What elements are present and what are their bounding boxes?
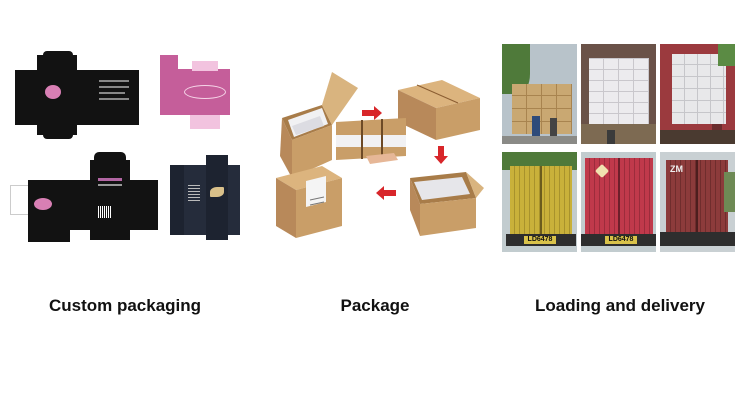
- photo-container-interior: [581, 44, 656, 144]
- packed-box-open: [410, 172, 484, 236]
- arrow-down-icon: [434, 146, 448, 164]
- photo-container-maroon: ZM: [660, 152, 735, 252]
- container-code: ZM: [670, 164, 683, 174]
- photo-container-interior-right: [660, 44, 735, 144]
- loading-delivery-image: LD6478 LD6478 ZM: [502, 44, 738, 256]
- package-flow-illustration: [276, 72, 484, 238]
- arrow-left-icon: [376, 186, 396, 200]
- photo-container-yellow: LD6478: [502, 152, 577, 252]
- package-flow-image: [270, 60, 490, 250]
- arrow-right-icon: [362, 106, 382, 120]
- license-plate-1: LD6478: [527, 236, 553, 243]
- dieline-dark-right: [170, 155, 242, 245]
- dieline-pink: [160, 55, 232, 140]
- dieline-black-bottom: [10, 152, 160, 245]
- flower-graphic: [45, 85, 61, 99]
- sealed-box-with-label: [276, 166, 342, 238]
- barcode-graphic: [98, 206, 112, 218]
- closed-box: [398, 80, 480, 140]
- caption-custom-packaging: Custom packaging: [48, 296, 202, 315]
- dieline-black-top: [15, 51, 140, 139]
- open-box-with-insert: [280, 72, 358, 178]
- photo-loading-street: [502, 44, 577, 144]
- caption-package: Package: [340, 296, 410, 315]
- taped-box-with-hand: [336, 118, 406, 164]
- caption-loading-delivery: Loading and delivery: [534, 296, 706, 315]
- license-plate-2: LD6478: [608, 236, 634, 243]
- custom-packaging-image: [10, 50, 250, 250]
- photo-container-red: LD6478: [581, 152, 656, 252]
- leaf-graphic: [210, 187, 224, 197]
